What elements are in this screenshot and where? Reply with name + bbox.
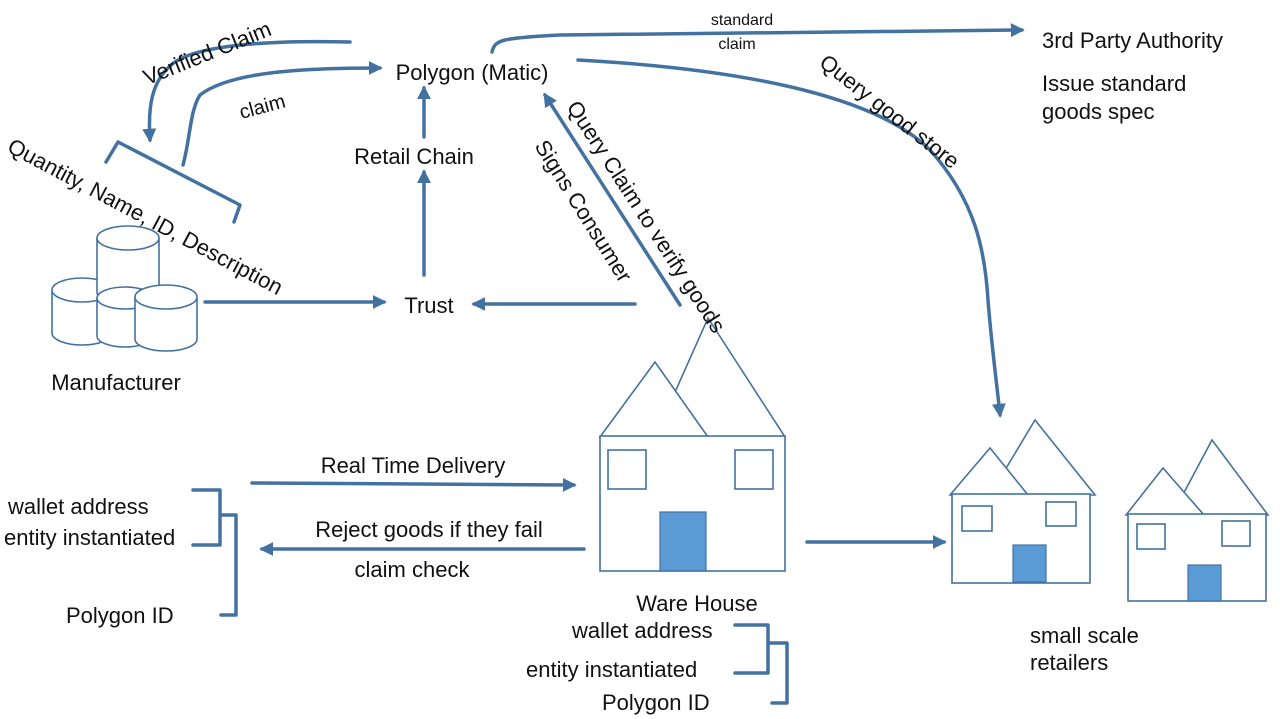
attributes-bracket [104, 140, 242, 224]
left-identity-bracket [191, 488, 238, 617]
verified-claim-label: Verified Claim [140, 16, 275, 90]
warehouse-identity-bracket [733, 623, 789, 705]
query-good-store-label: Query good store [815, 49, 964, 173]
real-time-delivery-arrow [250, 477, 577, 492]
warehouse-entity-instantiated: entity instantiated [526, 657, 697, 682]
third-party-desc-line1: Issue standard [1042, 71, 1186, 96]
small-retailers-line2: retailers [1030, 650, 1108, 675]
third-party-authority-label: 3rd Party Authority [1042, 28, 1223, 53]
third-party-desc-line2: goods spec [1042, 99, 1155, 124]
standard-claim-label-line2: claim [718, 36, 755, 53]
claim-label: claim [237, 91, 288, 124]
left-polygon-id: Polygon ID [66, 603, 174, 628]
query-good-store-arrow [576, 58, 1006, 418]
reject-goods-label-line2: claim check [355, 557, 471, 582]
left-wallet-address: wallet address [7, 494, 149, 519]
real-time-delivery-label: Real Time Delivery [321, 453, 506, 478]
warehouse-icon [598, 316, 787, 572]
retail-chain-label: Retail Chain [354, 144, 474, 169]
trust-label: Trust [404, 293, 453, 318]
retailer-house-2-icon [1124, 438, 1270, 602]
standard-claim-arrow [490, 23, 1025, 54]
warehouse-wallet-address: wallet address [571, 618, 713, 643]
small-retailers-line1: small scale [1030, 623, 1139, 648]
left-entity-instantiated: entity instantiated [4, 525, 175, 550]
warehouse-polygon-id: Polygon ID [602, 690, 710, 715]
retailer-house-1-icon [948, 418, 1097, 584]
manufacturer-label: Manufacturer [51, 370, 181, 395]
polygon-node-label: Polygon (Matic) [396, 60, 549, 85]
reject-goods-label-line1: Reject goods if they fail [315, 517, 542, 542]
standard-claim-label-line1: standard [711, 12, 773, 29]
manufacturer-icon [51, 225, 198, 352]
verified-claim-arrow [142, 39, 352, 143]
claim-arrow [181, 61, 383, 167]
ware-house-label: Ware House [636, 591, 757, 616]
query-claim-arrow [543, 92, 682, 307]
